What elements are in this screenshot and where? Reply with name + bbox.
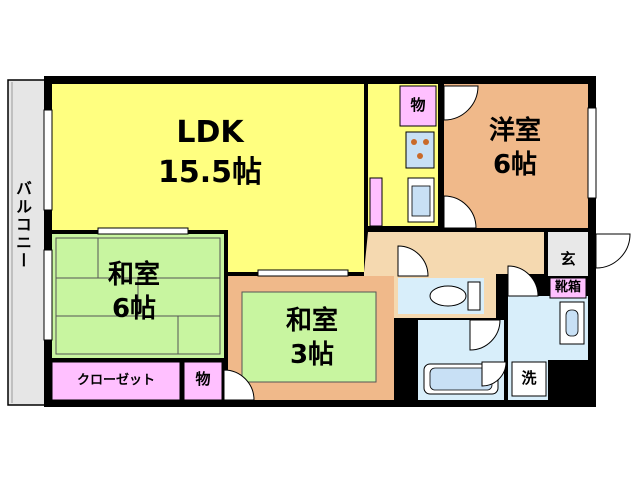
storage-top-floor — [399, 85, 437, 127]
tatami-lines — [55, 237, 221, 355]
washitsu3-tatami — [241, 291, 377, 383]
closet-floor — [51, 361, 181, 401]
storage-bottom-floor — [183, 361, 223, 401]
wash-basin-bowl — [565, 309, 579, 337]
door-swings — [223, 85, 631, 401]
washroom-dark-corner — [548, 360, 588, 400]
shoebox-floor — [549, 277, 587, 299]
toilet-tank — [467, 281, 481, 311]
burner-3 — [417, 153, 423, 159]
ldk-floor — [52, 84, 364, 272]
kitchen-sink-basin — [411, 185, 431, 217]
toilet-bowl — [429, 285, 467, 307]
stove — [405, 131, 435, 169]
washer-floor — [511, 361, 547, 397]
balcony-area — [7, 79, 49, 406]
burner-1 — [411, 139, 417, 145]
entrance-floor — [548, 232, 588, 276]
fridge-space — [369, 177, 383, 227]
windows — [43, 107, 597, 341]
burner-2 — [423, 139, 429, 145]
